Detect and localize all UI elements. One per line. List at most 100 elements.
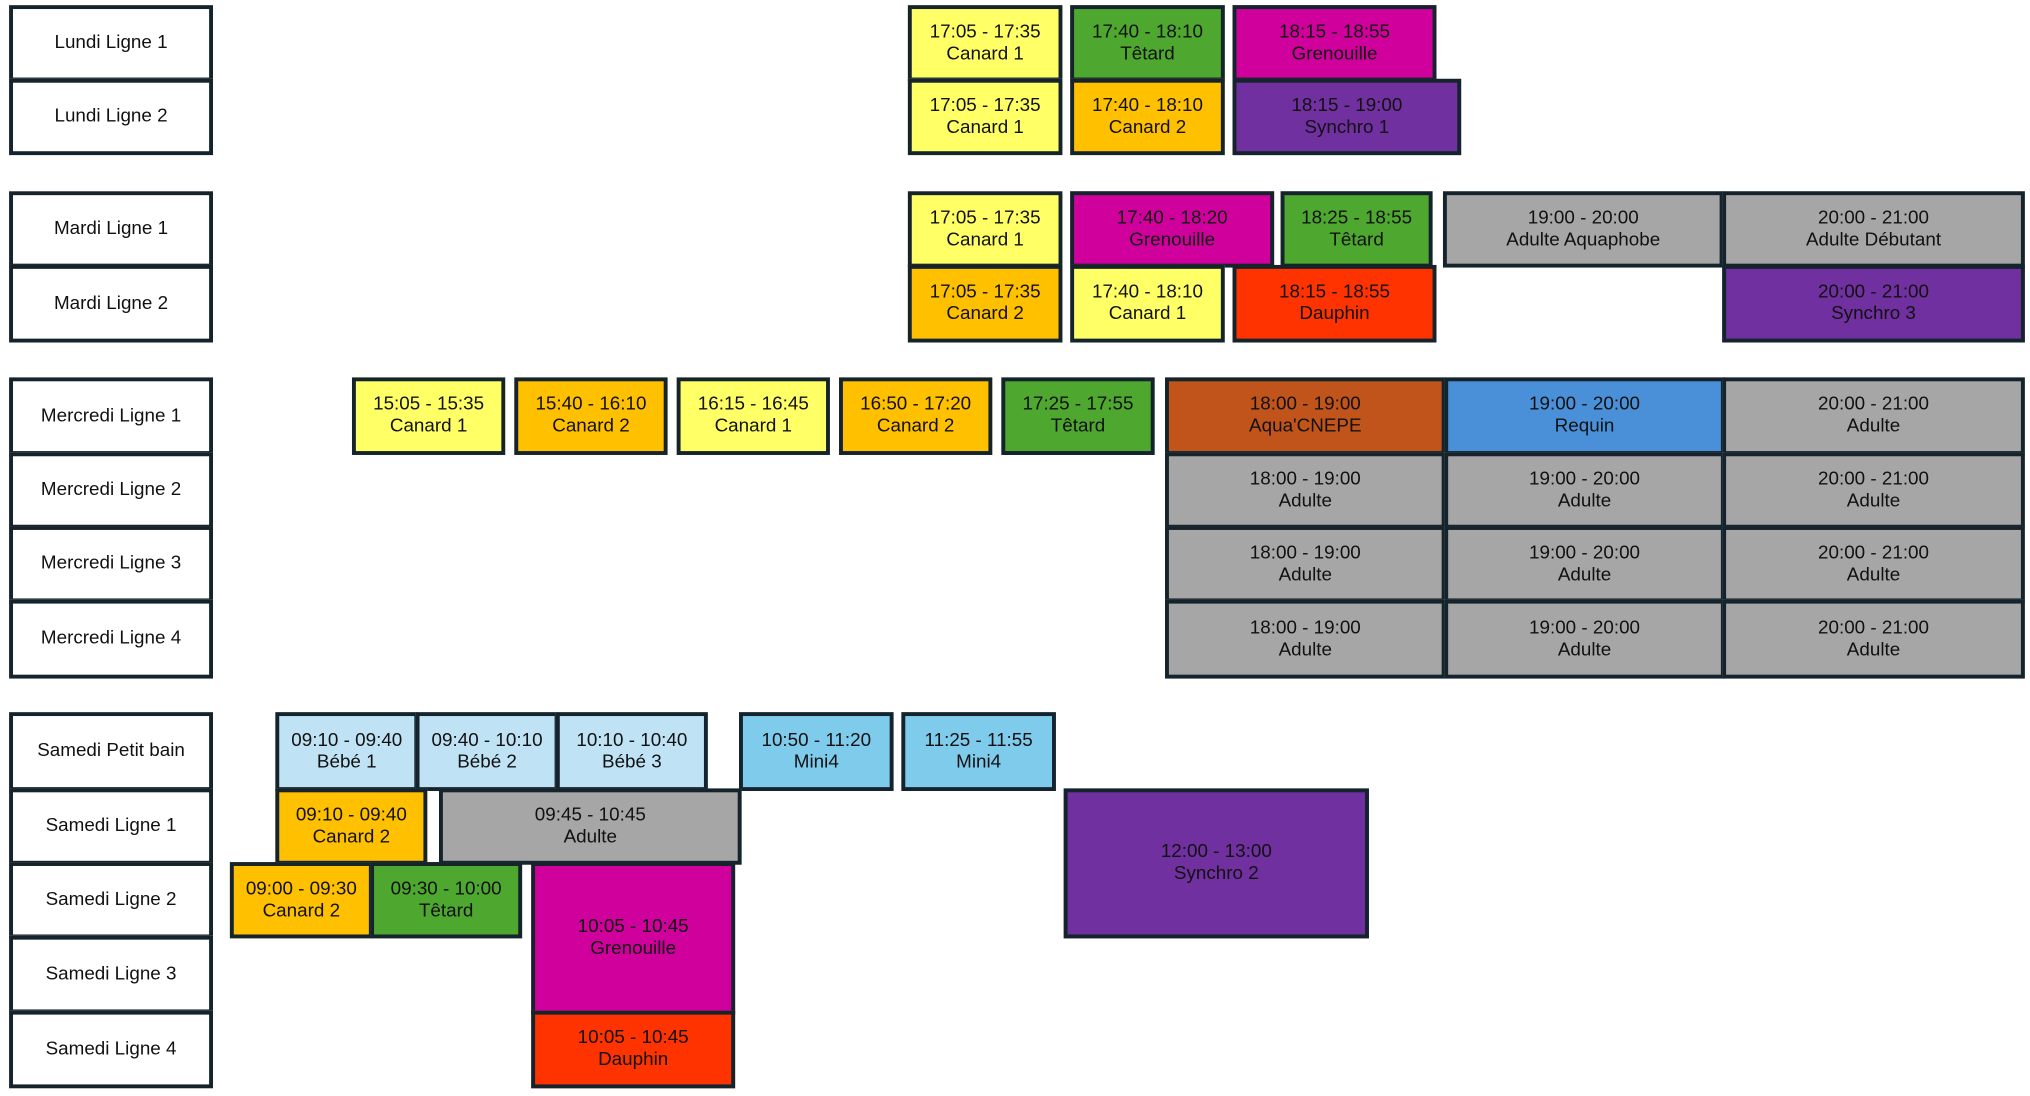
row-label-samedi-ligne-2: Samedi Ligne 2 (9, 862, 214, 939)
session-name: Synchro 2 (1173, 863, 1259, 885)
session-name: Têtard (1329, 229, 1384, 251)
session-name: Canard 1 (946, 229, 1024, 251)
session-time: 09:30 - 10:00 (390, 878, 502, 899)
session-name: Adulte (1278, 564, 1333, 585)
session-name: Adulte Débutant (1805, 229, 1942, 251)
session-time: 10:05 - 10:45 (577, 916, 689, 938)
session-time: 19:00 - 20:00 (1529, 542, 1641, 563)
session-time: 10:10 - 10:40 (576, 729, 688, 751)
session-time: 16:15 - 16:45 (697, 394, 809, 415)
row-label-mercredi-ligne-1: Mercredi Ligne 1 (9, 377, 214, 455)
session-name: Canard 2 (262, 900, 341, 921)
session-time: 18:15 - 18:55 (1279, 21, 1391, 43)
session-name: Adulte (1846, 564, 1901, 585)
session-time: 19:00 - 20:00 (1527, 207, 1639, 229)
session-name: Mini4 (793, 751, 839, 773)
session-time: 18:15 - 18:55 (1279, 281, 1391, 303)
session-name: Adulte (1557, 564, 1612, 585)
session-name: Canard 2 (1108, 116, 1187, 138)
row-label-mercredi-ligne-3: Mercredi Ligne 3 (9, 526, 214, 603)
session-time: 17:25 - 17:55 (1022, 394, 1134, 415)
session-name: Canard 1 (946, 116, 1024, 138)
session-name: Adulte (1846, 639, 1901, 660)
session-name: Grenouille (1129, 229, 1216, 251)
row-label-samedi-ligne-1: Samedi Ligne 1 (9, 788, 214, 865)
session-time: 18:25 - 18:55 (1301, 207, 1413, 229)
session-time: 19:00 - 20:00 (1529, 468, 1641, 490)
session-time: 20:00 - 21:00 (1818, 468, 1930, 490)
session-time: 18:15 - 19:00 (1291, 94, 1403, 116)
session-time: 15:05 - 15:35 (373, 394, 485, 415)
session-time: 17:40 - 18:10 (1091, 21, 1203, 43)
session-time: 18:00 - 19:00 (1249, 617, 1361, 638)
session-time: 17:05 - 17:35 (929, 94, 1041, 116)
session-name: Têtard (418, 900, 474, 921)
row-label-mardi-ligne-1: Mardi Ligne 1 (9, 191, 214, 268)
row-label-samedi-ligne-3: Samedi Ligne 3 (9, 935, 214, 1014)
session-name: Canard 1 (946, 43, 1024, 64)
session-time: 09:45 - 10:45 (534, 804, 646, 826)
session-name: Adulte (563, 826, 618, 848)
session-time: 16:50 - 17:20 (860, 394, 972, 415)
session-time: 18:00 - 19:00 (1249, 468, 1361, 490)
session-name: Adulte (1278, 639, 1333, 660)
session-name: Adulte (1557, 490, 1612, 512)
session-time: 18:00 - 19:00 (1249, 542, 1361, 563)
session-name: Dauphin (1299, 303, 1370, 325)
session-name: Adulte (1846, 490, 1901, 512)
session-name: Bébé 1 (316, 751, 377, 773)
session-time: 20:00 - 21:00 (1818, 394, 1930, 415)
row-label-mardi-ligne-2: Mardi Ligne 2 (9, 264, 214, 343)
row-label-lundi-ligne-2: Lundi Ligne 2 (9, 78, 214, 156)
session-time: 17:40 - 18:10 (1091, 281, 1203, 303)
session-time: 20:00 - 21:00 (1818, 542, 1930, 563)
session-time: 20:00 - 21:00 (1818, 617, 1930, 638)
row-label-lundi-ligne-1: Lundi Ligne 1 (9, 5, 214, 82)
session-name: Canard 1 (714, 416, 793, 437)
session-name: Canard 1 (1108, 303, 1187, 325)
session-name: Têtard (1120, 43, 1175, 64)
session-name: Dauphin (598, 1049, 669, 1071)
session-time: 17:05 - 17:35 (929, 21, 1041, 43)
session-time: 12:00 - 13:00 (1160, 841, 1272, 863)
session-time: 15:40 - 16:10 (535, 394, 647, 415)
session-name: Bébé 2 (457, 751, 517, 773)
session-name: Canard 2 (312, 826, 391, 848)
session-time: 17:05 - 17:35 (929, 207, 1041, 229)
session-name: Grenouille (590, 938, 677, 960)
session-name: Bébé 3 (602, 751, 662, 773)
session-time: 10:05 - 10:45 (577, 1027, 689, 1049)
session-name: Canard 2 (946, 303, 1024, 325)
